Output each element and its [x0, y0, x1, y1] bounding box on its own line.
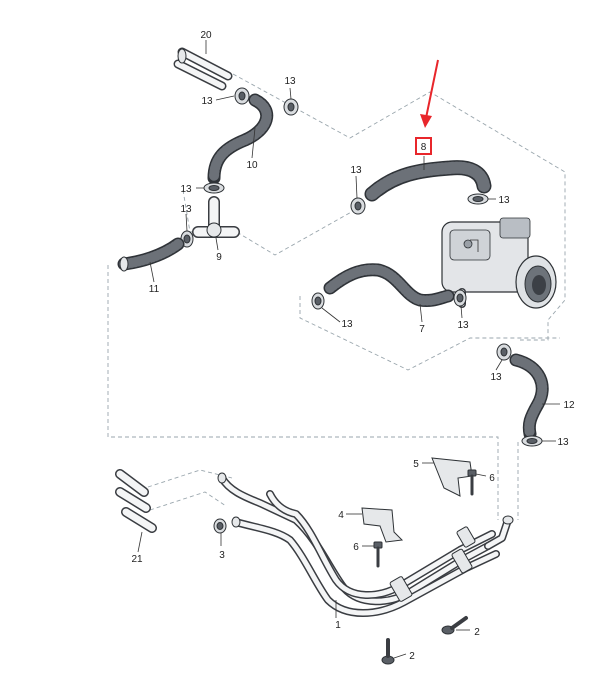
bolt-6-upper: [467, 469, 477, 496]
callout-13: 13: [490, 372, 502, 383]
part-1-coolant-pipe-assembly: [217, 472, 514, 617]
clamp-13-h: [453, 289, 467, 307]
callout-13: 13: [180, 184, 192, 195]
callout-10: 10: [246, 160, 258, 171]
callout-5: 5: [413, 459, 419, 470]
callout-13: 13: [350, 165, 362, 176]
callout-6: 6: [353, 542, 359, 553]
callout-20: 20: [200, 30, 212, 41]
bolt-2-bottom: [381, 638, 395, 665]
callout-13: 13: [180, 204, 192, 215]
leader-lines: [137, 40, 560, 659]
callout-13: 13: [284, 76, 296, 87]
callout-7: 7: [419, 324, 425, 335]
clamp-13-b: [283, 98, 299, 116]
hose-8: [364, 160, 492, 202]
bracket-4: [361, 507, 404, 543]
callout-13: 13: [457, 320, 469, 331]
callout-8: 8: [421, 142, 427, 153]
callout-13: 13: [557, 437, 569, 448]
clamp-3: [213, 518, 227, 534]
callout-13: 13: [341, 319, 353, 330]
callout-11: 11: [149, 284, 160, 295]
callout-2: 2: [474, 627, 480, 638]
callout-12: 12: [563, 400, 575, 411]
callout-4: 4: [338, 510, 344, 521]
assembly-boundary: [107, 73, 566, 520]
callout-3: 3: [219, 550, 225, 561]
clamp-13-e: [350, 197, 366, 215]
callout-2: 2: [409, 651, 415, 662]
clamp-13-a: [234, 87, 250, 105]
hose-7: [323, 263, 455, 307]
callout-21: 21: [131, 554, 143, 565]
callout-6: 6: [489, 473, 495, 484]
hose-10: [207, 93, 274, 185]
highlight-box: [415, 137, 432, 155]
hose-12: [509, 353, 549, 441]
part-9-tee-connector: [192, 196, 240, 238]
hose-11: [117, 237, 185, 272]
clamp-13-i: [496, 343, 512, 361]
part-21-pipe-stubs: [115, 469, 157, 533]
callout-13: 13: [201, 96, 213, 107]
clamp-13-g: [311, 292, 325, 310]
bracket-5: [431, 457, 473, 497]
clamp-13-j: [521, 435, 543, 447]
callout-13: 13: [498, 195, 510, 206]
bolt-2-right: [441, 616, 468, 635]
clamp-13-c: [203, 182, 225, 194]
auxiliary-heater-unit: [441, 217, 557, 309]
clamp-13-f: [467, 193, 489, 205]
part-20-pipe-stubs: [173, 47, 233, 91]
callout-labels: 20 13 13 10 8 13 13 13 13 9 11 13 13 13 …: [131, 30, 575, 662]
callout-9: 9: [216, 252, 222, 263]
bolt-6-lower: [373, 541, 383, 568]
red-arrow-indicator: [420, 59, 439, 128]
callout-1: 1: [335, 620, 341, 631]
